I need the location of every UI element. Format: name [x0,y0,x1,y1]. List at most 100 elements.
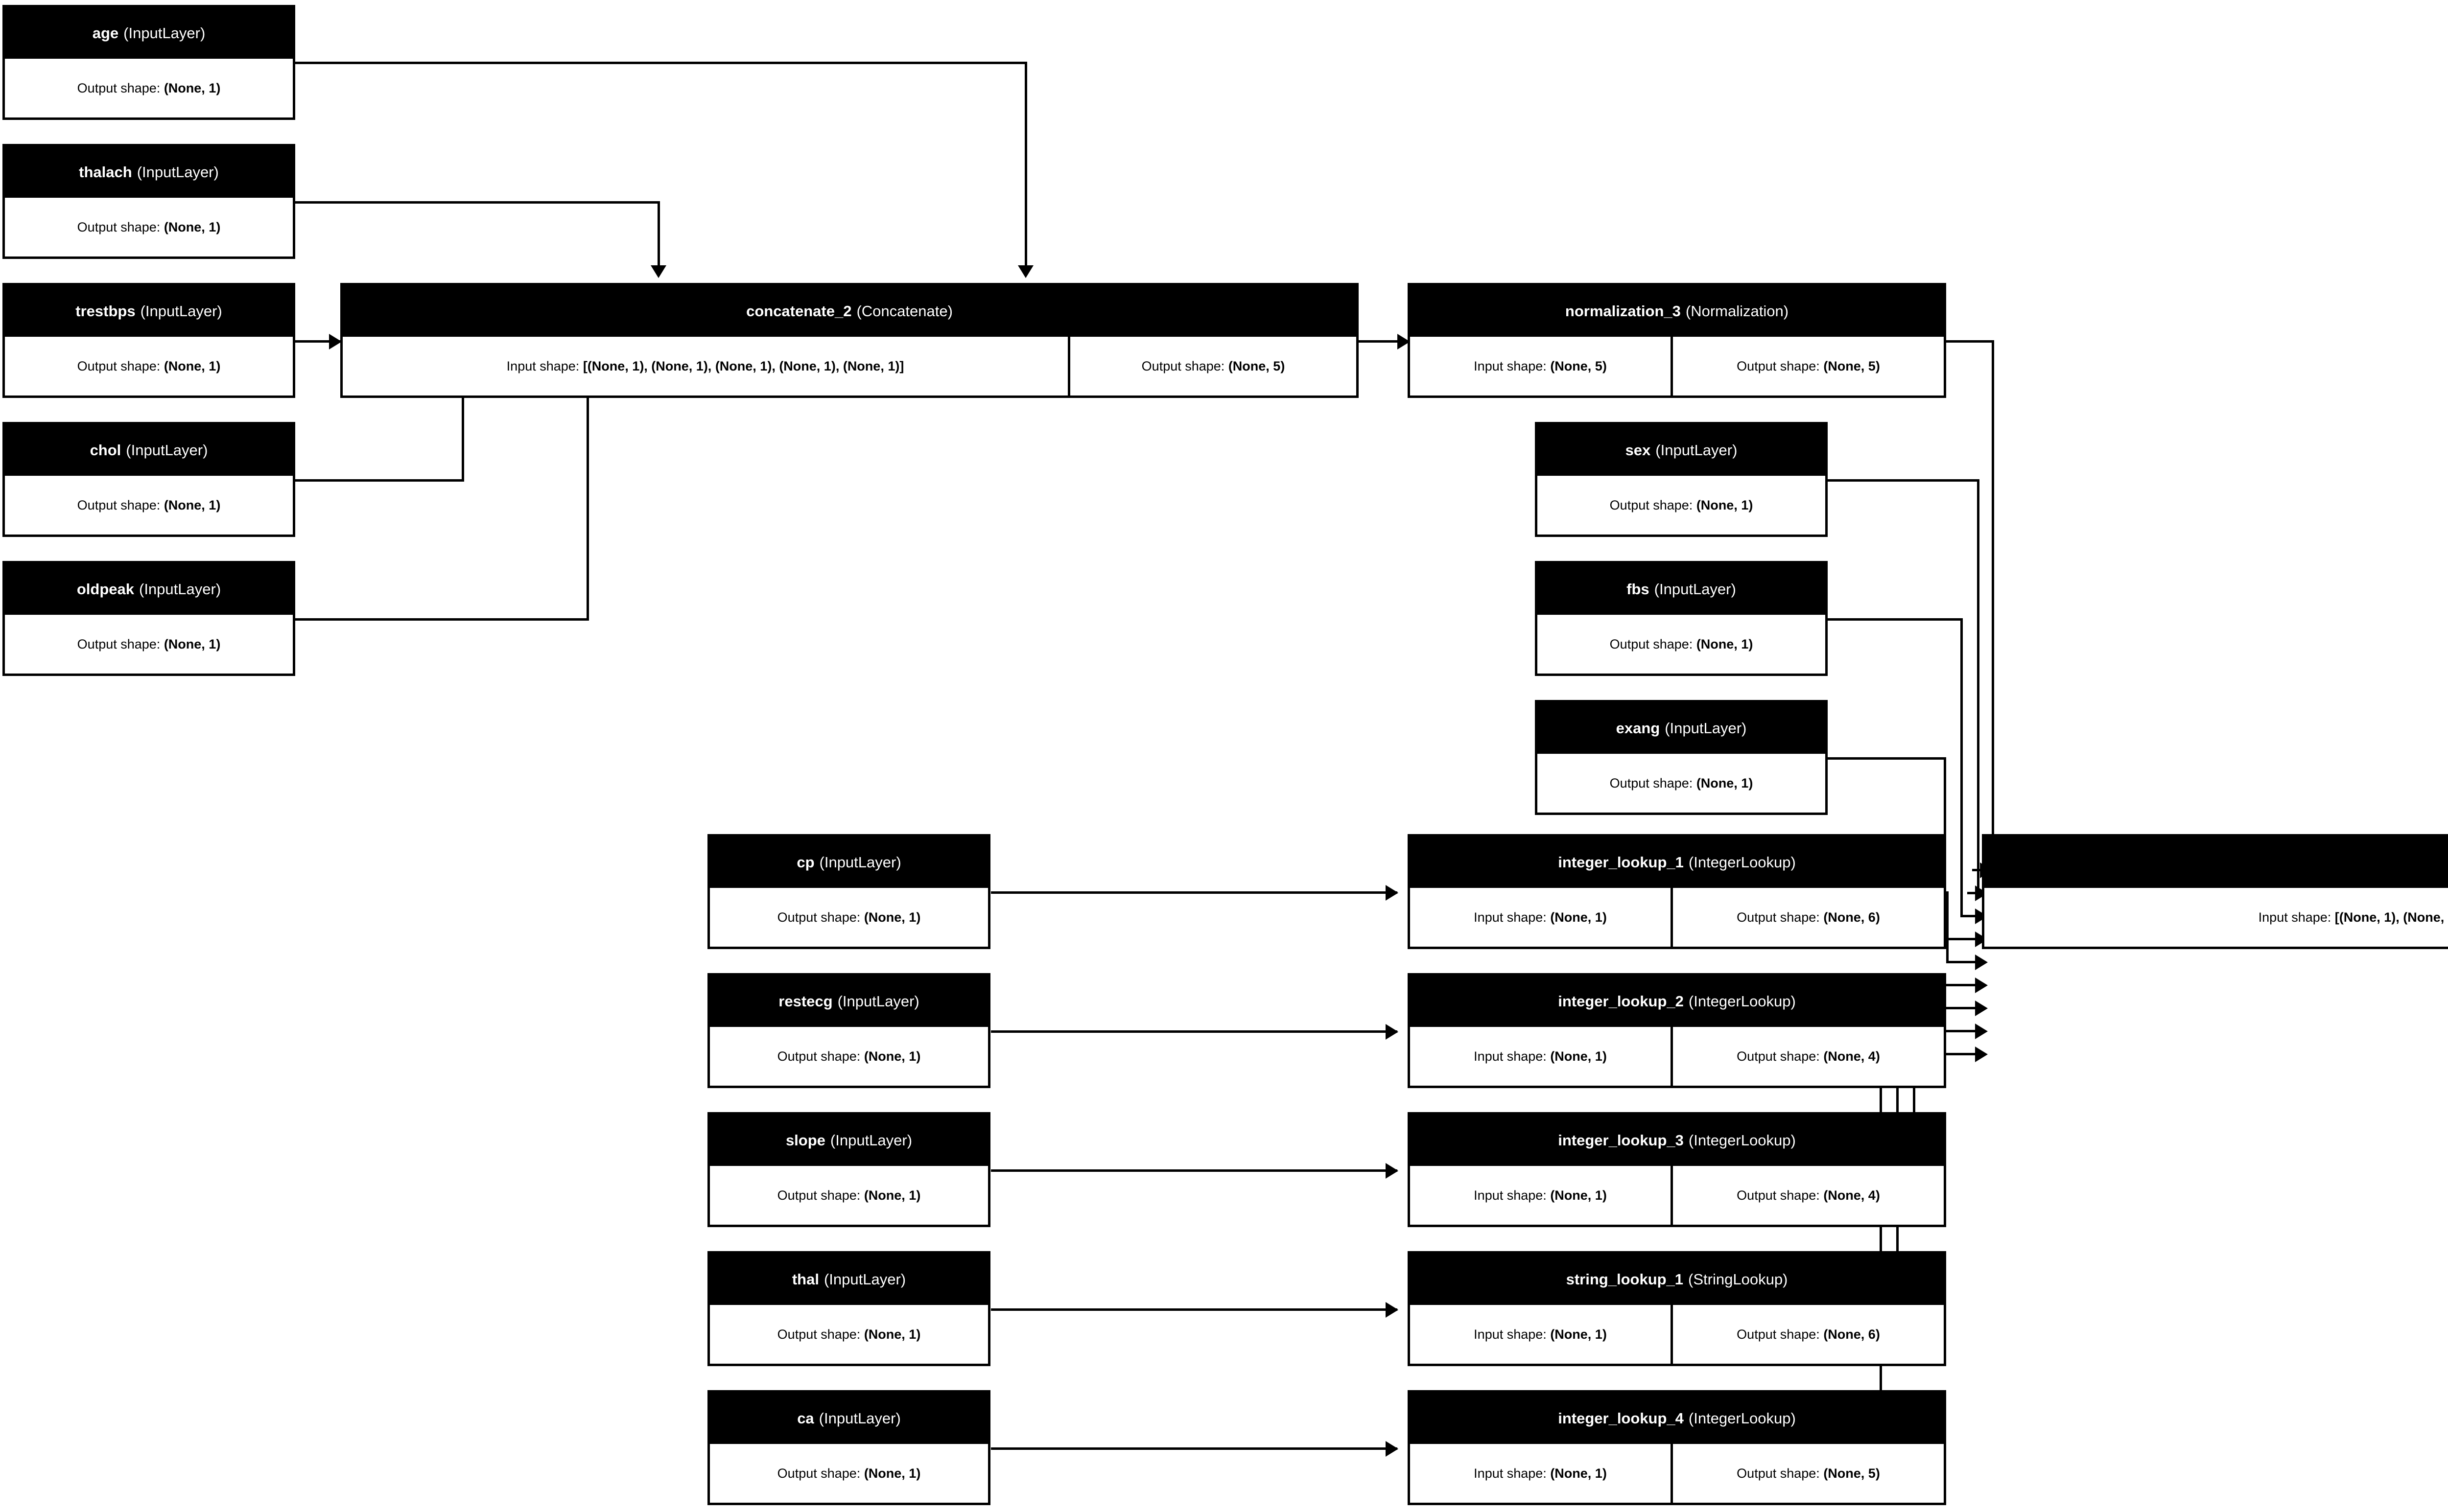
node-age-type: (InputLayer) [123,24,206,42]
node-slope-title: slope(InputLayer) [710,1115,988,1166]
node-integer-lookup-3-title: integer_lookup_3(IntegerLookup) [1410,1115,1944,1166]
node-integer-lookup-1[interactable]: integer_lookup_1(IntegerLookup) Input sh… [1408,834,1946,949]
node-fbs-name: fbs [1626,580,1649,598]
node-thalach-output-shape: Output shape: (None, 1) [5,198,293,256]
node-concatenate-2-type: (Concatenate) [856,302,953,320]
node-string-lookup-1-input-shape: Input shape: (None, 1) [1410,1305,1671,1364]
node-ca-type: (InputLayer) [819,1409,901,1427]
node-concatenate-3[interactable]: concatenate_3(Concatenate) Input shape: … [1982,834,2448,949]
edge-thalach-to-concatenate2-h [295,201,660,204]
node-cp-name: cp [797,853,815,871]
node-slope[interactable]: slope(InputLayer) Output shape: (None, 1… [707,1112,990,1227]
edge-fbs-to-concatenate3-v [1960,618,1963,916]
node-string-lookup-1[interactable]: string_lookup_1(StringLookup) Input shap… [1408,1251,1946,1366]
node-concatenate-2-input-shape: Input shape: [(None, 1), (None, 1), (Non… [343,337,1068,395]
node-chol-name: chol [90,441,121,459]
node-integer-lookup-4-shapes: Input shape: (None, 1) Output shape: (No… [1410,1444,1944,1503]
edge-integerlookup4-to-concatenate3-v [1880,1053,1882,1449]
edge-cp-to-integerlookup1 [991,891,1397,894]
node-age[interactable]: age(InputLayer) Output shape: (None, 1) [2,5,295,120]
node-fbs[interactable]: fbs(InputLayer) Output shape: (None, 1) [1535,561,1828,676]
node-chol-type: (InputLayer) [126,441,208,459]
node-concatenate-2-output-shape: Output shape: (None, 5) [1070,337,1356,395]
node-thal-title: thal (InputLayer) [710,1254,988,1305]
node-string-lookup-1-title: string_lookup_1(StringLookup) [1410,1254,1944,1305]
edge-age-to-concatenate2-v [1025,62,1027,266]
node-trestbps-name: trestbps [75,302,136,320]
edge-thalach-to-concatenate2-v [658,201,660,266]
node-normalization-3-title: normalization_3(Normalization) [1410,285,1944,337]
node-exang[interactable]: exang(InputLayer) Output shape: (None, 1… [1535,700,1828,815]
node-restecg-shapes: Output shape: (None, 1) [710,1027,988,1086]
edge-sex-to-concatenate3-v [1977,479,1979,893]
node-integer-lookup-4-name: integer_lookup_4 [1558,1409,1684,1427]
node-restecg-type: (InputLayer) [837,992,919,1010]
node-thal[interactable]: thal (InputLayer) Output shape: (None, 1) [707,1251,990,1366]
node-integer-lookup-2[interactable]: integer_lookup_2(IntegerLookup) Input sh… [1408,973,1946,1088]
node-oldpeak-shapes: Output shape: (None, 1) [5,615,293,674]
node-concatenate-3-title: concatenate_3(Concatenate) [1984,837,2448,888]
node-restecg[interactable]: restecg(InputLayer) Output shape: (None,… [707,973,990,1088]
arrowhead-trestbps-to-concatenate2 [329,334,342,349]
node-concatenate-3-shapes: Input shape: [(None, 1), (None, 1), (Non… [1984,888,2448,947]
node-thalach-name: thalach [79,163,132,181]
node-sex-shapes: Output shape: (None, 1) [1537,476,1825,535]
edge-restecg-to-integerlookup2 [991,1030,1397,1033]
node-exang-title: exang(InputLayer) [1537,702,1825,754]
edge-integerlookup2-to-concatenate3-in [1930,984,1982,986]
node-thal-name: thal [792,1270,819,1288]
node-thal-output-shape: Output shape: (None, 1) [710,1305,988,1364]
node-trestbps-title: trestbps(InputLayer) [5,285,293,337]
node-normalization-3[interactable]: normalization_3(Normalization) Input sha… [1408,283,1946,398]
node-ca-shapes: Output shape: (None, 1) [710,1444,988,1503]
edge-integerlookup3-to-concatenate3-v [1913,1007,1915,1171]
edge-exang-to-concatenate3-h [1828,757,1946,760]
node-normalization-3-output-shape: Output shape: (None, 5) [1673,337,1944,395]
node-thal-shapes: Output shape: (None, 1) [710,1305,988,1364]
node-sex-title: sex(InputLayer) [1537,424,1825,476]
node-oldpeak-title: oldpeak(InputLayer) [5,563,293,615]
node-age-output-shape: Output shape: (None, 1) [5,59,293,117]
node-chol-output-shape: Output shape: (None, 1) [5,476,293,535]
node-oldpeak[interactable]: oldpeak(InputLayer) Output shape: (None,… [2,561,295,676]
node-ca-name: ca [797,1409,814,1427]
node-integer-lookup-3-name: integer_lookup_3 [1558,1131,1684,1149]
node-restecg-output-shape: Output shape: (None, 1) [710,1027,988,1086]
node-integer-lookup-4-output-shape: Output shape: (None, 5) [1673,1444,1944,1503]
node-sex-type: (InputLayer) [1655,441,1738,459]
node-exang-shapes: Output shape: (None, 1) [1537,754,1825,813]
node-ca-title: ca (InputLayer) [710,1393,988,1444]
node-integer-lookup-3[interactable]: integer_lookup_3(IntegerLookup) Input sh… [1408,1112,1946,1227]
arrowhead-cp-to-integerlookup1 [1386,885,1398,901]
node-trestbps[interactable]: trestbps(InputLayer) Output shape: (None… [2,283,295,398]
node-string-lookup-1-output-shape: Output shape: (None, 6) [1673,1305,1944,1364]
arrowhead-integerlookup4-to-concatenate3 [1975,1047,1988,1062]
node-trestbps-type: (InputLayer) [140,302,222,320]
node-concatenate-2-name: concatenate_2 [746,302,852,320]
node-sex-output-shape: Output shape: (None, 1) [1537,476,1825,535]
node-integer-lookup-4[interactable]: integer_lookup_4(IntegerLookup) Input sh… [1408,1390,1946,1505]
node-ca[interactable]: ca (InputLayer) Output shape: (None, 1) [707,1390,990,1505]
edge-thal-to-stringlookup1 [991,1308,1397,1311]
node-concatenate-2[interactable]: concatenate_2(Concatenate) Input shape: … [340,283,1359,398]
edge-integerlookup3-to-concatenate3-in [1913,1007,1982,1009]
node-integer-lookup-2-type: (IntegerLookup) [1688,992,1796,1010]
node-cp[interactable]: cp(InputLayer) Output shape: (None, 1) [707,834,990,949]
node-exang-output-shape: Output shape: (None, 1) [1537,754,1825,813]
node-chol[interactable]: chol (InputLayer) Output shape: (None, 1) [2,422,295,537]
node-normalization-3-input-shape: Input shape: (None, 5) [1410,337,1671,395]
node-fbs-output-shape: Output shape: (None, 1) [1537,615,1825,674]
node-oldpeak-output-shape: Output shape: (None, 1) [5,615,293,674]
node-normalization-3-name: normalization_3 [1565,302,1681,320]
node-sex[interactable]: sex(InputLayer) Output shape: (None, 1) [1535,422,1828,537]
node-thalach-shapes: Output shape: (None, 1) [5,198,293,256]
node-concatenate-3-input-shape: Input shape: [(None, 1), (None, 1), (Non… [1984,888,2448,947]
node-integer-lookup-2-output-shape: Output shape: (None, 4) [1673,1027,1944,1086]
edge-trestbps-to-concatenate2-h [295,340,342,343]
edge-sex-to-concatenate3-in [1967,892,1982,894]
node-thalach[interactable]: thalach(InputLayer) Output shape: (None,… [2,144,295,259]
node-oldpeak-name: oldpeak [76,580,134,598]
node-thal-type: (InputLayer) [824,1270,906,1288]
arrowhead-stringlookup1-to-concatenate3 [1975,1024,1988,1039]
node-chol-shapes: Output shape: (None, 1) [5,476,293,535]
